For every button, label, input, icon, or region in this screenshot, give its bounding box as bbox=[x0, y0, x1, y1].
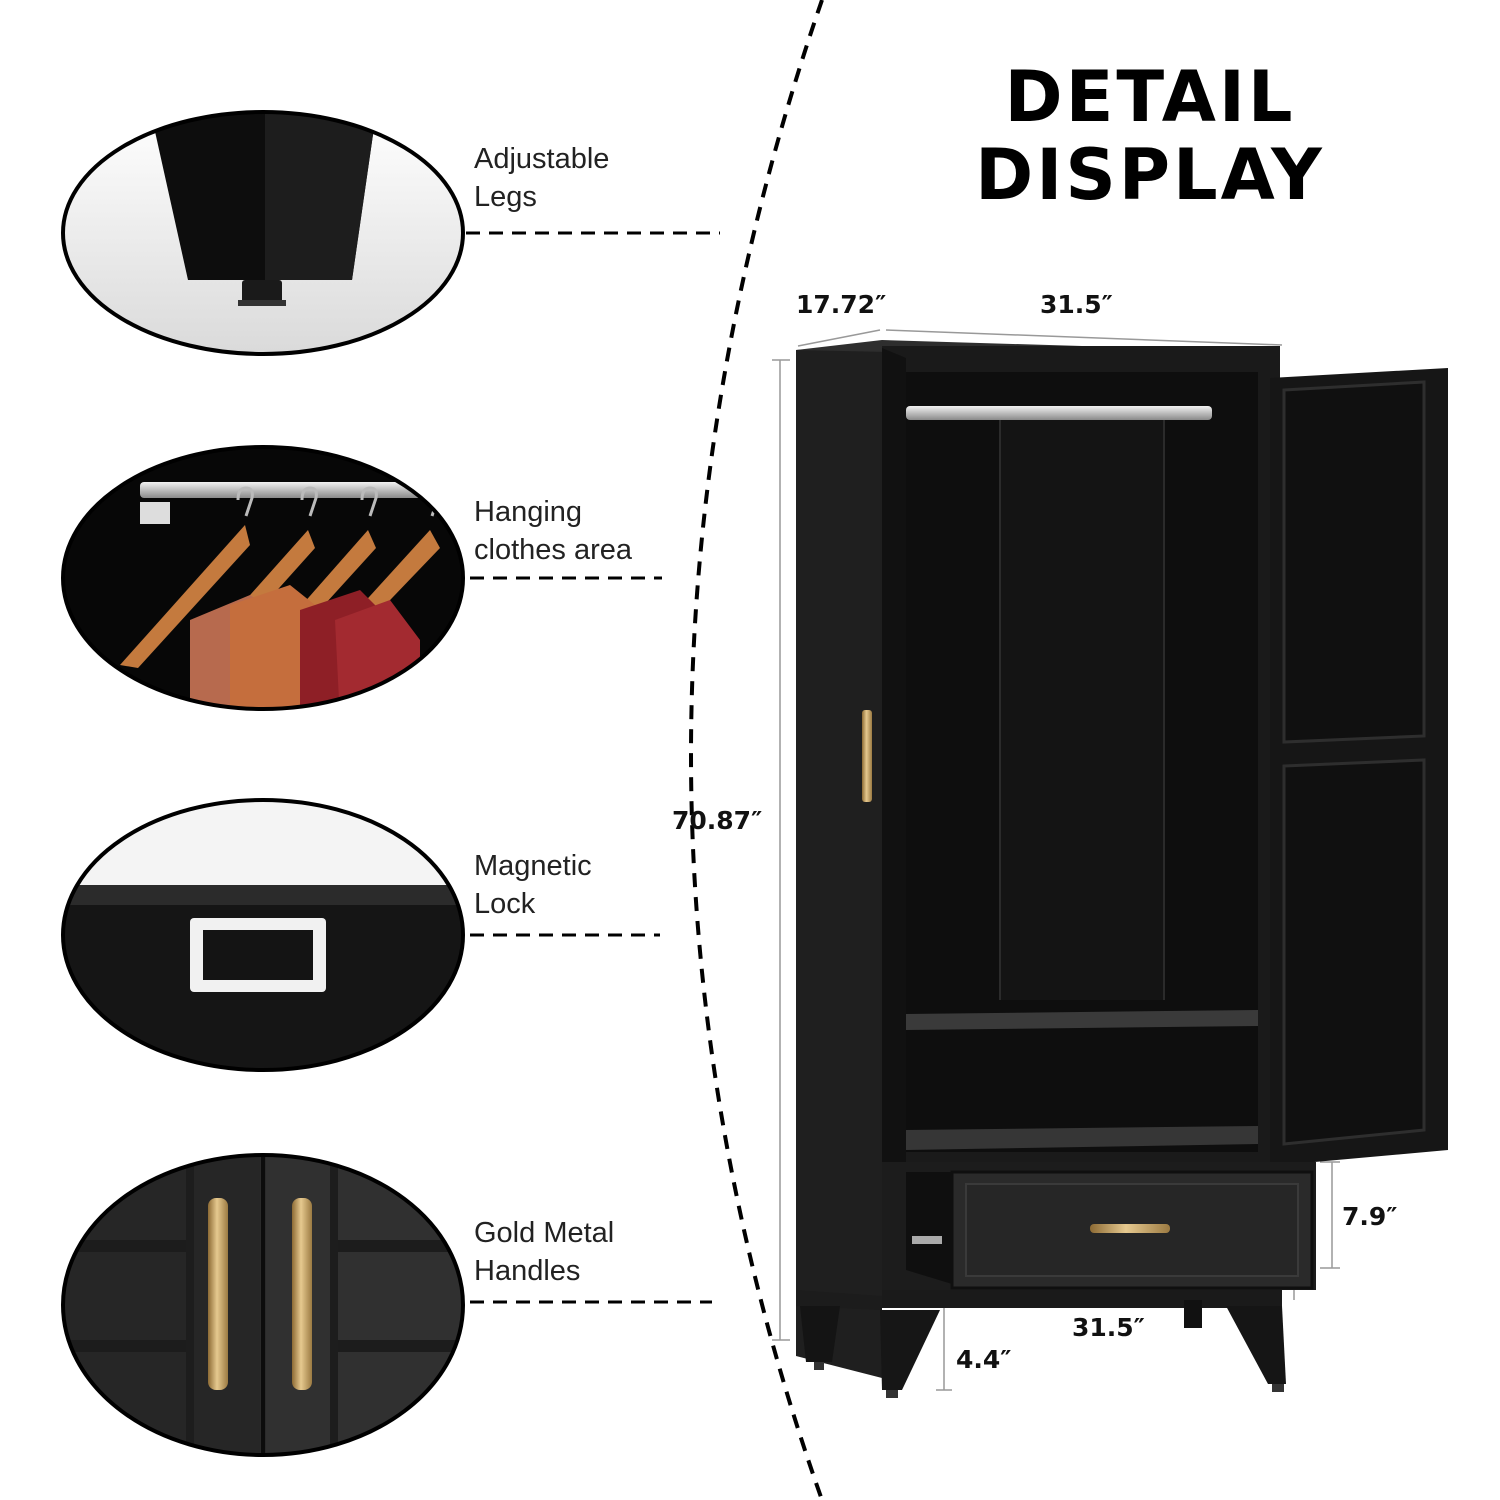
adjustable-leg-icon bbox=[63, 112, 463, 354]
feature-label-gold-handles: Gold Metal Handles bbox=[474, 1214, 614, 1290]
dimension-drawer-height: 7.9″ bbox=[1342, 1202, 1398, 1231]
wardrobe-illustration bbox=[796, 340, 1448, 1398]
feature-4-line-2: Handles bbox=[474, 1255, 581, 1287]
feature-label-magnetic-lock: Magnetic Lock bbox=[474, 847, 592, 923]
dimension-width-bottom: 31.5″ bbox=[1072, 1313, 1145, 1342]
feature-2-line-2: clothes area bbox=[474, 534, 632, 566]
dimension-width-top: 31.5″ bbox=[1040, 290, 1113, 319]
hanging-clothes-icon bbox=[63, 447, 463, 709]
feature-1-line-2: Legs bbox=[474, 181, 537, 213]
feature-3-line-2: Lock bbox=[474, 888, 536, 920]
title-line-1: DETAIL bbox=[1004, 56, 1296, 138]
dashed-divider-arc bbox=[689, 0, 824, 1500]
dimension-lines bbox=[772, 329, 1340, 1391]
feature-label-hanging-clothes: Hanging clothes area bbox=[474, 493, 632, 569]
dimension-height: 70.87″ bbox=[672, 806, 763, 835]
feature-3-line-1: Magnetic bbox=[474, 850, 592, 882]
feature-2-line-1: Hanging bbox=[474, 496, 583, 528]
dimension-leg-height: 4.4″ bbox=[956, 1345, 1012, 1374]
magnetic-lock-icon bbox=[63, 800, 463, 1070]
feature-4-line-1: Gold Metal bbox=[474, 1217, 615, 1249]
page-title: DETAIL DISPLAY bbox=[940, 58, 1360, 214]
feature-label-adjustable-legs: Adjustable Legs bbox=[474, 140, 609, 216]
feature-1-line-1: Adjustable bbox=[474, 143, 610, 175]
title-line-2: DISPLAY bbox=[975, 134, 1325, 216]
dimension-depth: 17.72″ bbox=[796, 290, 887, 319]
